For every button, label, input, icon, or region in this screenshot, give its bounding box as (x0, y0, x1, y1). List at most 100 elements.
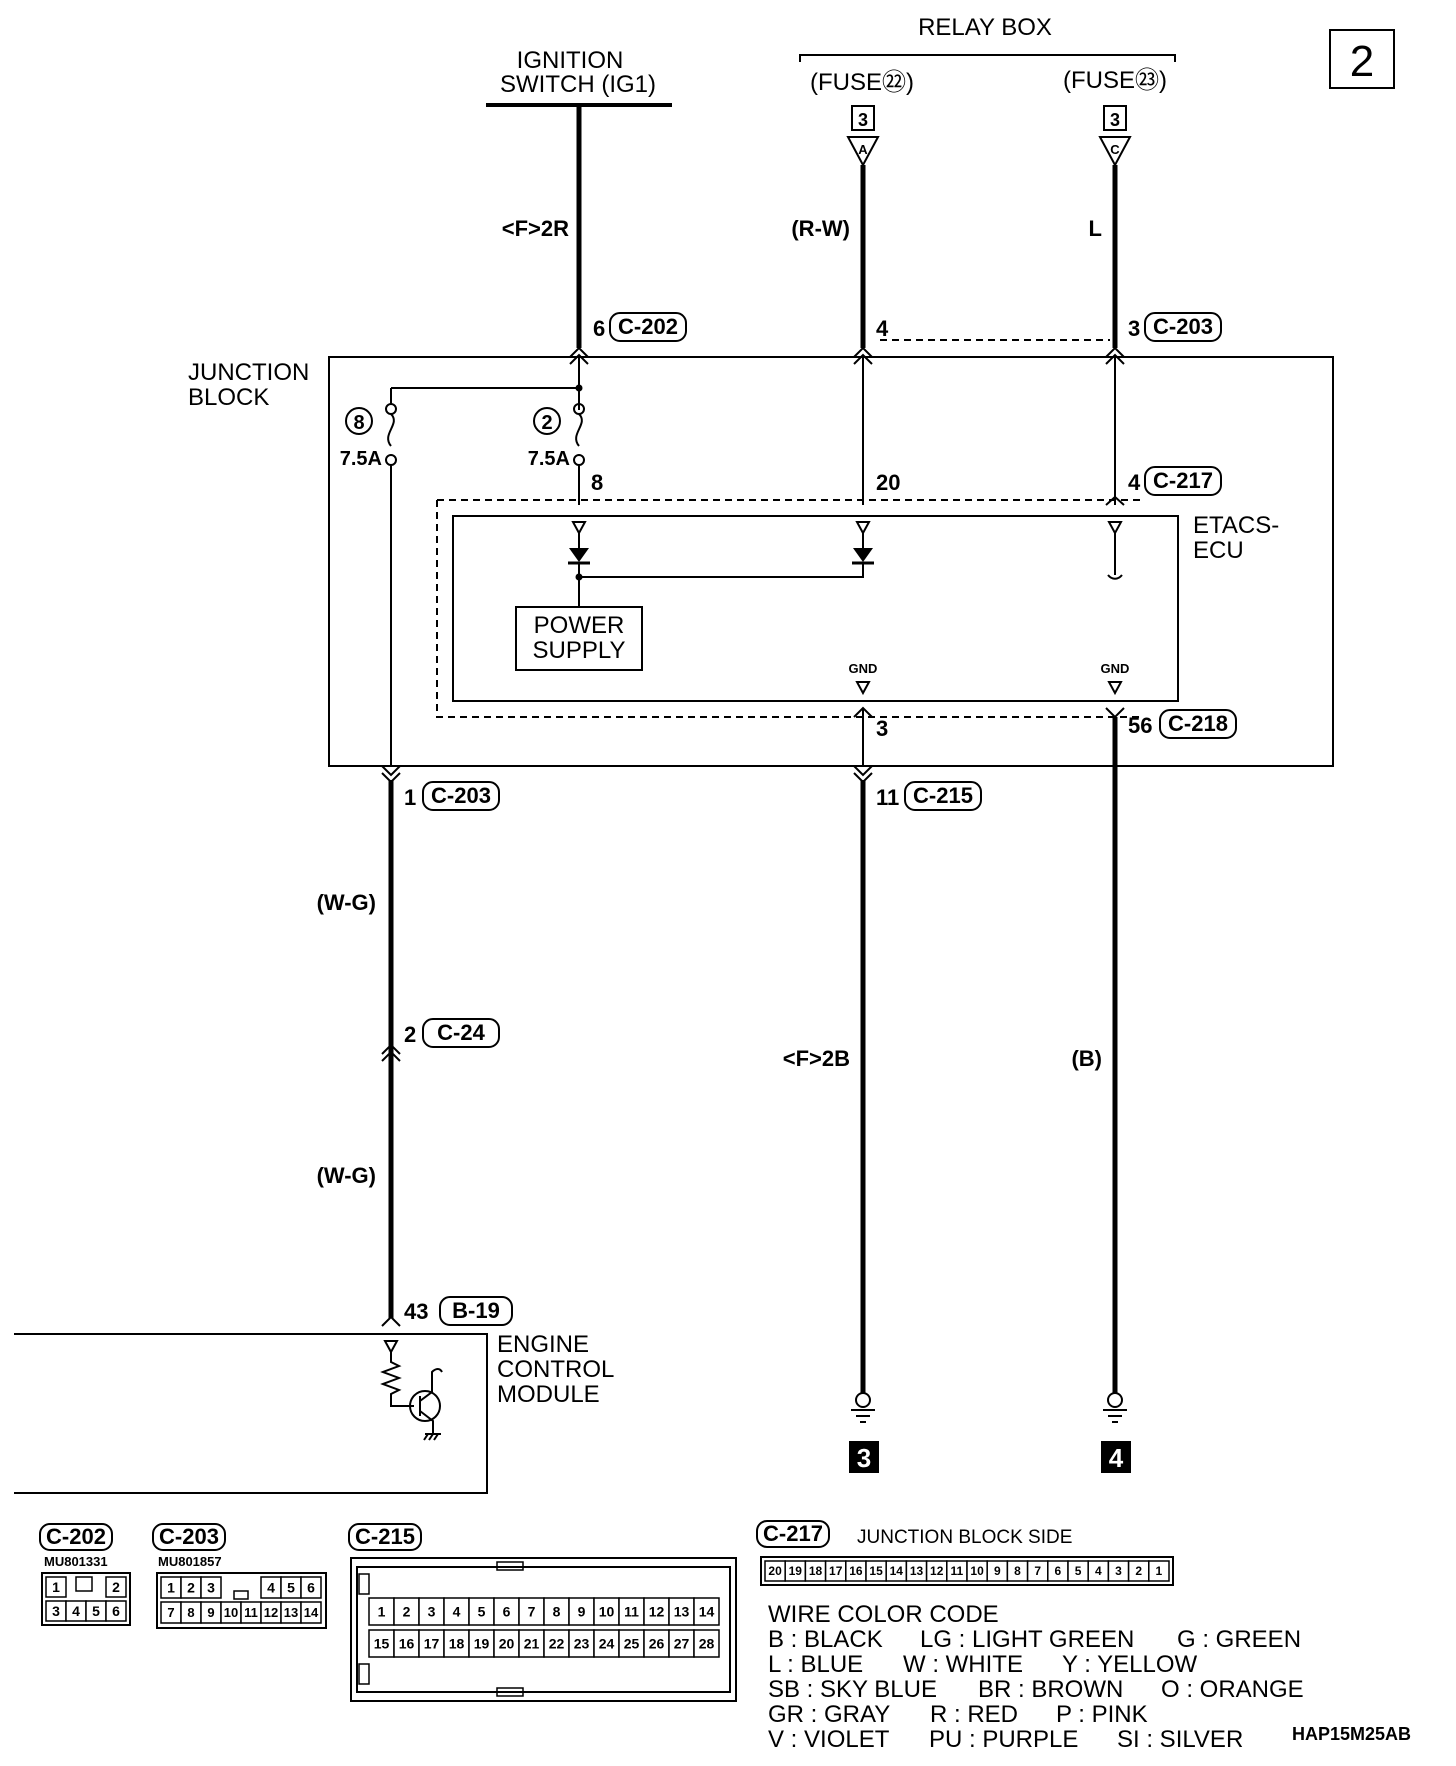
etacs-input-1-icon (571, 521, 587, 536)
fuse8-no: 8 (353, 412, 364, 434)
c203-bottom-tag-box (422, 781, 500, 811)
view-c217-pin: 10 (970, 1564, 984, 1578)
color-code-entry: G : GREEN (1177, 1626, 1301, 1653)
color-code-entry: V : VIOLET (768, 1726, 890, 1753)
c215-11-exit-mark (853, 765, 873, 784)
power-supply-label-1: POWER (534, 612, 625, 639)
wire-ign-color: <F>2R (502, 216, 569, 241)
b19-tag-box (439, 1296, 513, 1326)
view-c203-pin: 6 (307, 1579, 315, 1595)
view-c215-cell (418, 1597, 445, 1626)
view-c215-key (496, 1561, 524, 1571)
view-c202-tag-box (39, 1523, 113, 1551)
view-c215-cell (443, 1629, 470, 1658)
junction-block-label-2: BLOCK (188, 384, 269, 411)
fuse2-no: 2 (541, 412, 552, 434)
relay-term-a: A (858, 142, 868, 157)
color-code-entry: LG : LIGHT GREEN (920, 1626, 1134, 1653)
view-c217-pin: 7 (1034, 1564, 1041, 1578)
view-c203-pin: 2 (187, 1579, 195, 1595)
view-c203-tag-box (152, 1523, 226, 1551)
etacs-input-3-icon (1107, 521, 1123, 536)
view-c203-cell (200, 1576, 222, 1599)
view-c215-pin: 14 (699, 1603, 715, 1619)
ecm-transistor-icon (409, 1390, 441, 1422)
fuse2-no-circle (533, 407, 561, 435)
view-c215-cell (368, 1629, 395, 1658)
view-c217-pin: 2 (1135, 1564, 1142, 1578)
view-c215-pin: 19 (474, 1635, 490, 1651)
ecm-transistor-leads (419, 1368, 443, 1433)
power-supply-label-2: SUPPLY (533, 637, 626, 664)
view-c215-pin: 4 (453, 1603, 461, 1619)
view-c215-cell (418, 1629, 445, 1658)
pin-c24-2: 2 (404, 1022, 416, 1047)
view-c203-pin: 3 (207, 1579, 215, 1595)
diode-bus-wire (578, 563, 864, 607)
ground-4-icon (1103, 1409, 1127, 1423)
view-c202-part: MU801331 (44, 1554, 108, 1569)
c218-tag: C-218 (1168, 711, 1228, 736)
view-c215-cell (493, 1597, 520, 1626)
view-c215-cell (368, 1597, 395, 1626)
view-c202-pin: 3 (52, 1603, 60, 1619)
view-c203-part: MU801857 (158, 1554, 222, 1569)
view-c203-pin: 13 (284, 1605, 298, 1620)
view-c215-cell (693, 1597, 720, 1626)
power-supply-box (515, 606, 643, 671)
view-c215-inner (356, 1566, 731, 1693)
etacs-input-2-icon (855, 521, 871, 536)
relay-pin-c-box (1103, 105, 1127, 131)
color-code-entry: R : RED (930, 1701, 1018, 1728)
view-c215-cell (393, 1597, 420, 1626)
ecm-ground-icon (423, 1433, 441, 1441)
view-c215-pin: 11 (624, 1603, 639, 1619)
color-code-entry: BR : BROWN (978, 1676, 1123, 1703)
fuse8-no-circle (345, 407, 373, 435)
view-c215-pin: 28 (699, 1635, 715, 1651)
view-c202-tag: C-202 (46, 1524, 106, 1549)
view-c217-pin: 12 (930, 1564, 944, 1578)
view-c215-tag: C-215 (355, 1524, 415, 1549)
view-c203-pin: 8 (187, 1605, 194, 1620)
view-c202-cell (105, 1576, 127, 1598)
gnd-1-icon (855, 681, 871, 696)
color-code-entry: O : ORANGE (1161, 1676, 1304, 1703)
figure-code: HAP15M25AB (1292, 1724, 1411, 1744)
view-c203-cell (300, 1576, 322, 1599)
view-c217-pin: 13 (910, 1564, 924, 1578)
fuse22-label: (FUSE㉒) (810, 69, 914, 96)
fuse2-icon (575, 413, 583, 447)
fuse8-top-terminal (385, 403, 397, 415)
c203-top-tag: C-203 (1153, 314, 1213, 339)
view-c215-outer (350, 1557, 737, 1702)
wire-f2b-color: <F>2B (783, 1046, 850, 1071)
view-c215-pin: 7 (528, 1603, 536, 1619)
view-c215-latch (358, 1663, 370, 1685)
view-c215-pin: 6 (503, 1603, 511, 1619)
view-c203-pin: 11 (244, 1605, 258, 1620)
pin-b19-43: 43 (404, 1299, 428, 1324)
fuse8-rating: 7.5A (340, 448, 382, 470)
view-c215-pin: 10 (599, 1603, 615, 1619)
view-c215-cell (468, 1629, 495, 1658)
pin-c218-56: 56 (1128, 713, 1152, 738)
view-c202-key (75, 1576, 93, 1592)
c217-tag-box (1144, 466, 1222, 496)
view-c215-pin: 25 (624, 1635, 640, 1651)
view-c203-tag: C-203 (159, 1524, 219, 1549)
view-c203-pin: 4 (267, 1579, 275, 1595)
view-c217-outer (760, 1556, 1174, 1586)
page-number-box (1329, 29, 1395, 89)
view-c217-pin: 3 (1115, 1564, 1122, 1578)
view-c202-pin: 2 (112, 1579, 120, 1595)
color-code-entry: W : WHITE (903, 1651, 1023, 1678)
color-code-entry: L : BLUE (768, 1651, 863, 1678)
ecm-outline (14, 1333, 488, 1494)
view-c217-pin: 6 (1055, 1564, 1062, 1578)
view-c215-cell (643, 1629, 670, 1658)
view-c203-cell (300, 1601, 322, 1624)
pin-c202-6: 6 (593, 316, 605, 341)
